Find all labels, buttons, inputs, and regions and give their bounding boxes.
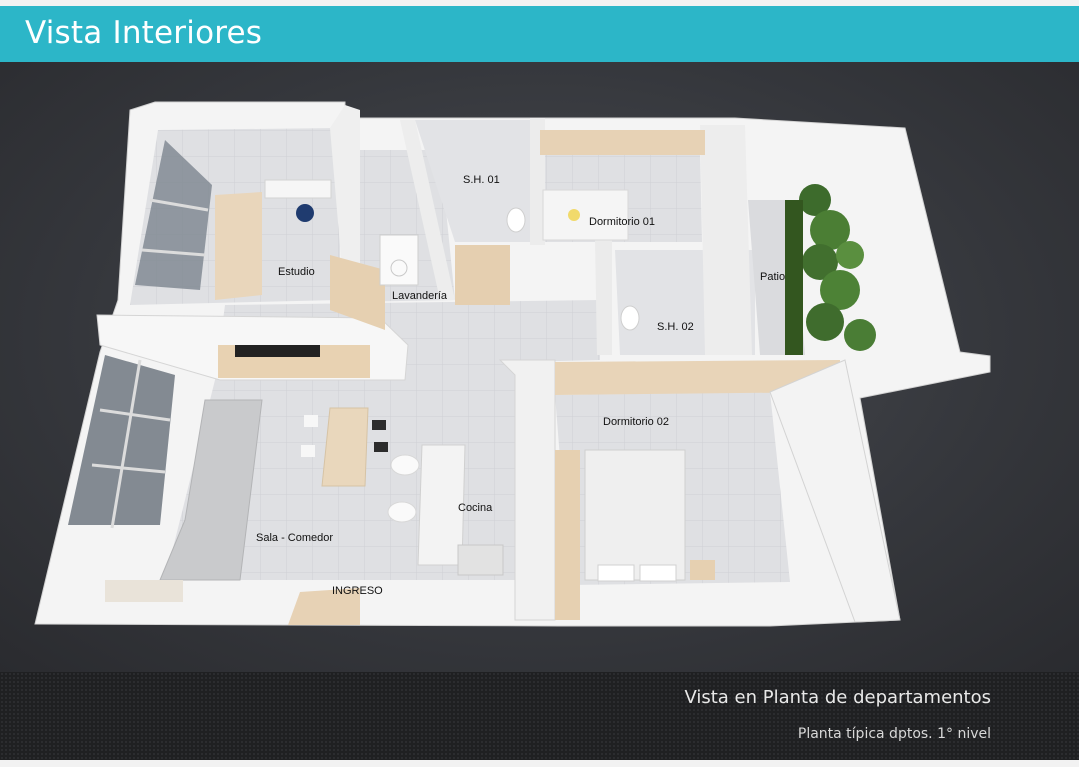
- footer-subtitle: Planta típica dptos. 1° nivel: [797, 726, 991, 742]
- wall-mid: [595, 240, 612, 355]
- label-sh02: S.H. 02: [657, 321, 694, 333]
- wood-ingreso: [288, 588, 360, 625]
- wall-kitchen: [498, 359, 556, 621]
- wood-corridor: [555, 360, 840, 395]
- tv: [235, 345, 320, 357]
- label-dormitorio02: Dormitorio 02: [603, 416, 670, 428]
- label-ingreso: INGRESO: [332, 585, 383, 597]
- floor-plan-drawing: [34, 101, 991, 627]
- header-bar: Vista Interiores: [0, 6, 1079, 62]
- wood-lav: [330, 255, 385, 330]
- wood-dorm01: [540, 130, 705, 155]
- wall-patio: [700, 125, 752, 355]
- label-estudio: Estudio: [278, 266, 315, 278]
- floor-sh01: [415, 120, 538, 242]
- window-estudio: [135, 140, 212, 290]
- dining-table: [321, 407, 369, 487]
- wall-lav: [330, 105, 360, 305]
- bed-dorm01: [542, 189, 629, 241]
- floor-plan-render: S.H. 01 Dormitorio 01 Estudio Lavandería…: [0, 62, 1079, 672]
- footer-bar: Vista en Planta de departamentos Planta …: [0, 672, 1079, 760]
- desk: [264, 179, 332, 199]
- label-lavanderia: Lavandería: [392, 290, 448, 302]
- label-dormitorio01: Dormitorio 01: [589, 216, 656, 228]
- label-sala-comedor: Sala - Comedor: [256, 532, 334, 544]
- coffee-cushion: [105, 580, 183, 602]
- label-cocina: Cocina: [458, 502, 493, 514]
- right-wall: [769, 359, 901, 623]
- bed-dorm02: [584, 449, 686, 581]
- patio-plants: [785, 184, 876, 355]
- window-sala: [68, 355, 175, 525]
- wood-sh01-door: [455, 245, 510, 305]
- wood-estudio-closet: [215, 192, 262, 300]
- wood-closet-dorm02: [555, 450, 580, 620]
- footer-title: Vista en Planta de departamentos: [684, 687, 991, 708]
- page-title: Vista Interiores: [25, 15, 263, 51]
- wall-sh01: [400, 120, 455, 300]
- office-chair: [296, 204, 314, 222]
- label-sh01: S.H. 01: [463, 174, 500, 186]
- sofa: [159, 399, 263, 581]
- label-patio: Patio: [760, 271, 786, 283]
